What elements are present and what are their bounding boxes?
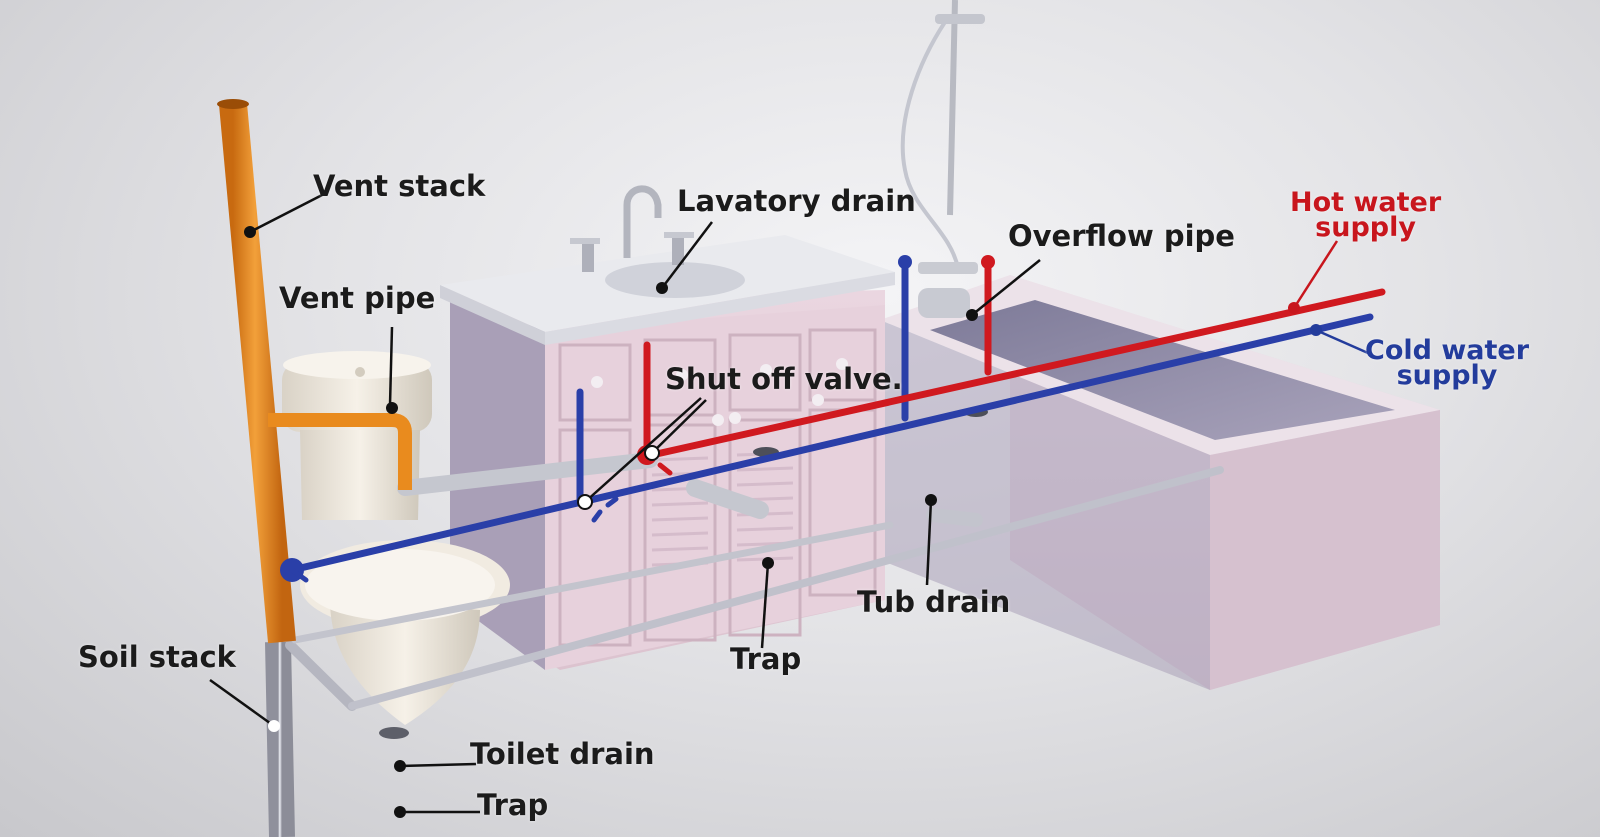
label-hot-water-line2: supply — [1315, 212, 1416, 243]
point-vent-stack — [244, 226, 256, 238]
vent-stack-pipes — [217, 99, 412, 644]
point-shut-off-valve-hot — [644, 445, 660, 461]
label-points — [244, 226, 1322, 818]
label-tub-drain: Tub drain — [857, 585, 1011, 619]
leader-vent-stack — [249, 191, 327, 234]
shower-fixture — [900, 0, 985, 274]
leader-overflow-pipe — [971, 259, 1041, 316]
label-trap-toilet: Trap — [477, 788, 549, 822]
leader-soil-stack — [209, 678, 275, 728]
point-vent-pipe — [386, 402, 398, 414]
label-cold-water-line2: supply — [1396, 360, 1498, 391]
point-soil-stack — [268, 720, 280, 732]
label-cold-water-line1: Cold water — [1365, 335, 1530, 366]
leader-tub-drain — [925, 499, 933, 586]
point-tub-drain — [925, 494, 937, 506]
leader-shut-off-valve-a — [584, 397, 702, 503]
point-cold-water — [1310, 324, 1322, 336]
label-overflow-pipe: Overflow pipe — [1008, 219, 1235, 253]
point-trap-sink — [762, 557, 774, 569]
leader-hot-water — [1292, 240, 1339, 309]
label-lavatory-drain: Lavatory drain — [677, 184, 916, 218]
label-toilet-drain: Toilet drain — [470, 737, 655, 771]
point-toilet-drain — [394, 760, 406, 772]
point-trap-toilet — [394, 806, 406, 818]
leader-shut-off-valve-b — [651, 399, 707, 454]
point-lavatory-drain — [656, 282, 668, 294]
label-hot-water-supply: Hot water supply — [1290, 187, 1442, 243]
label-vent-stack: Vent stack — [313, 169, 486, 203]
leader-vent-pipe — [388, 326, 394, 406]
label-soil-stack: Soil stack — [78, 640, 236, 674]
point-overflow-pipe — [966, 309, 978, 321]
leader-cold-water — [1317, 329, 1369, 355]
cold-water-pipes — [280, 255, 1374, 583]
label-vent-pipe: Vent pipe — [279, 281, 436, 315]
leader-toilet-drain — [399, 762, 477, 768]
leader-lines — [209, 191, 1369, 814]
label-hot-water-line1: Hot water — [1290, 187, 1442, 218]
label-trap-sink: Trap — [730, 642, 802, 676]
label-shut-off-valve: Shut off valve. — [665, 362, 903, 396]
label-cold-water-supply: Cold water supply — [1365, 335, 1530, 391]
point-shut-off-valve-cold — [577, 494, 593, 510]
drain-pipes — [265, 288, 1224, 837]
point-hot-water — [1288, 302, 1300, 314]
leader-lavatory-drain — [661, 221, 713, 289]
leader-trap-sink — [760, 562, 770, 649]
